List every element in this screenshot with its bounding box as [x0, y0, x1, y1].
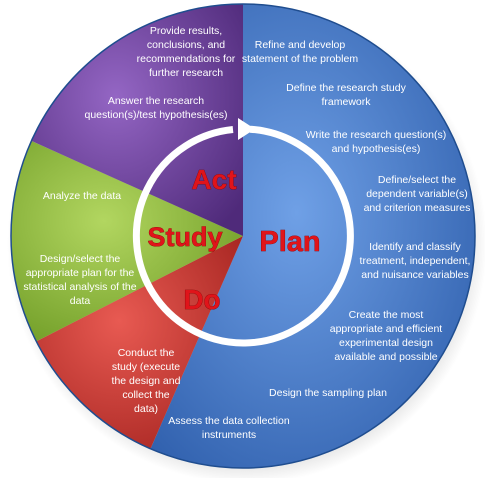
do-step-text: data) — [134, 403, 158, 415]
plan-step-text: Design the sampling plan — [269, 387, 387, 399]
outer-rim — [10, 3, 476, 469]
do-step-text: collect the — [122, 389, 169, 401]
act-step-text: Answer the research — [108, 95, 204, 107]
cycle-arrowhead-icon — [238, 118, 255, 140]
act-step-text: conclusions, and — [147, 39, 225, 51]
plan-step-text: available and possible — [334, 351, 437, 363]
plan-step-text: dependent variable(s) — [366, 188, 468, 200]
plan-step-text: framework — [321, 96, 371, 108]
study-sector — [10, 140, 244, 342]
plan-step-text: and criterion measures — [364, 202, 471, 214]
do-phase-label: Do — [183, 284, 220, 315]
act-steps: Provide results, conclusions, and recomm… — [85, 25, 236, 121]
plan-step-text: treatment, independent, — [360, 255, 471, 267]
plan-step-text: Refine and develop — [255, 39, 346, 51]
plan-step-text: Assess the data collection — [168, 415, 290, 427]
do-step-text: study (execute — [112, 361, 180, 373]
plan-step-text: Define the research study — [286, 82, 406, 94]
do-sector — [36, 236, 244, 449]
plan-step-text: and nuisance variables — [361, 269, 468, 281]
plan-steps: Refine and develop statement of the prob… — [168, 39, 470, 441]
act-sector — [31, 3, 243, 236]
study-steps: Analyze the data Design/select the appro… — [23, 190, 136, 307]
plan-sector — [150, 4, 475, 468]
act-step-text: further research — [149, 67, 223, 79]
act-step-text: recommendations for — [137, 53, 236, 65]
do-step-text: the design and — [112, 375, 181, 387]
plan-step-text: statement of the problem — [242, 53, 358, 65]
study-step-text: Design/select the — [40, 253, 121, 265]
study-step-text: appropriate plan for the — [26, 267, 135, 279]
plan-step-text: Define/select the — [378, 174, 456, 186]
plan-step-text: Identify and classify — [369, 241, 461, 253]
act-step-text: Provide results, — [150, 25, 222, 37]
study-step-text: data — [70, 295, 91, 307]
study-step-text: Analyze the data — [43, 190, 121, 202]
plan-step-text: and hypothesis(es) — [332, 143, 421, 155]
plan-phase-label: Plan — [259, 226, 320, 258]
plan-step-text: appropriate and efficient — [330, 323, 443, 335]
plan-step-text: instruments — [202, 429, 256, 441]
cycle-ring — [132, 125, 354, 347]
study-phase-label: Study — [147, 222, 222, 252]
study-step-text: statistical analysis of the — [23, 281, 136, 293]
do-steps: Conduct the study (execute the design an… — [112, 347, 181, 415]
plan-step-text: Create the most — [349, 309, 424, 321]
do-step-text: Conduct the — [118, 347, 175, 359]
plan-step-text: experimental design — [339, 337, 433, 349]
plan-step-text: Write the research question(s) — [306, 129, 446, 141]
act-step-text: question(s)/test hypothesis(es) — [85, 109, 228, 121]
act-phase-label: Act — [191, 164, 236, 195]
